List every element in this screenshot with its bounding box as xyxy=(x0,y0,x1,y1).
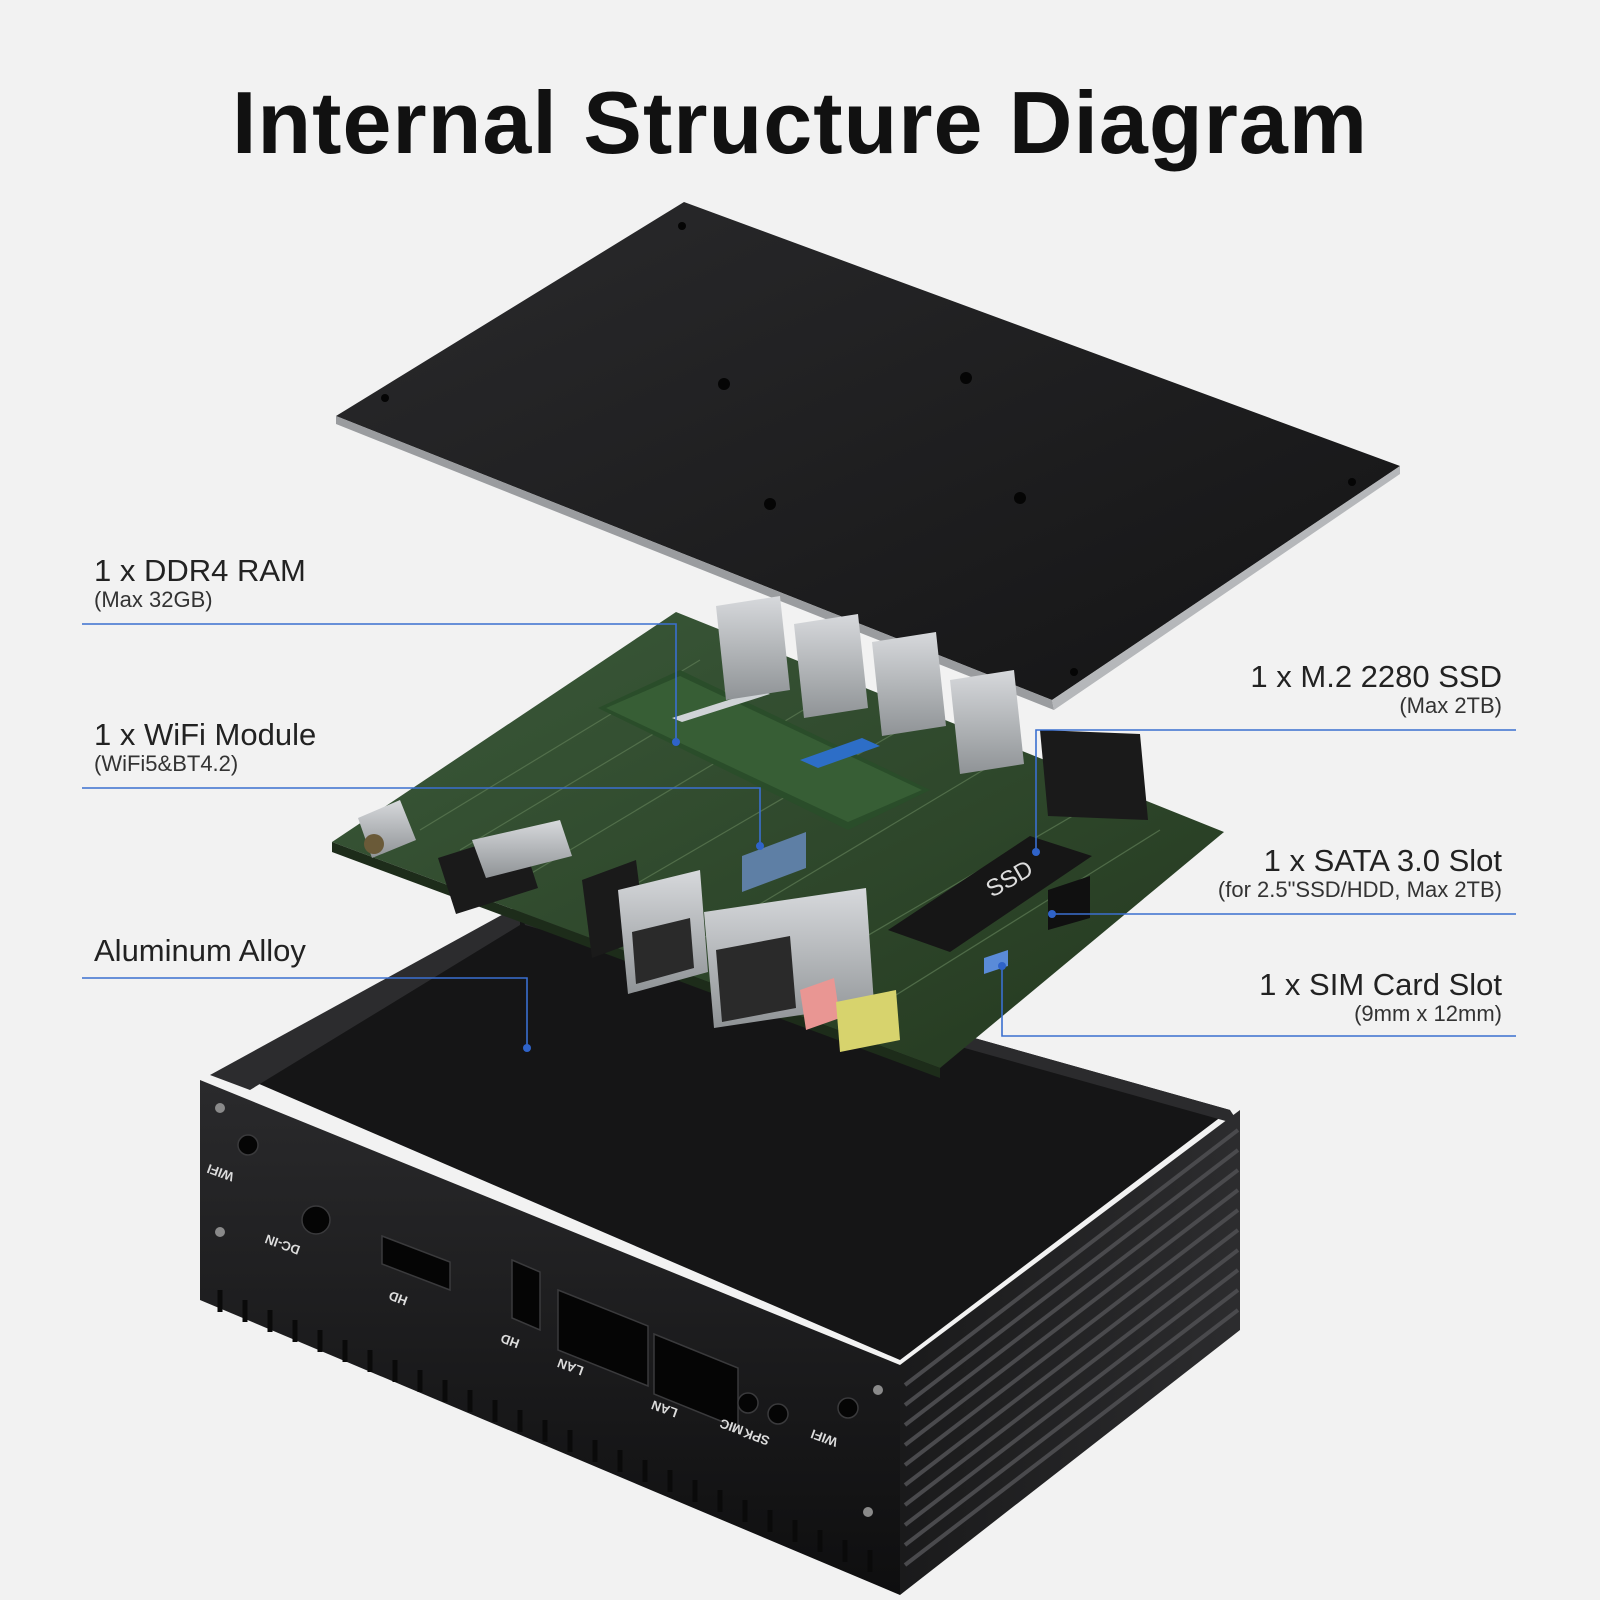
callout-ssd-title: 1 x M.2 2280 SSD xyxy=(1250,659,1502,694)
diagram-title: Internal Structure Diagram xyxy=(231,73,1369,172)
callout-ram-title: 1 x DDR4 RAM xyxy=(94,553,306,588)
callout-ram-detail: (Max 32GB) xyxy=(94,587,213,613)
callout-wifi: 1 x WiFi Module (WiFi5&BT4.2) xyxy=(94,717,317,777)
callout-wifi-detail: (WiFi5&BT4.2) xyxy=(94,751,239,777)
front-connectors xyxy=(358,800,900,1052)
port-label-hd-1: HD xyxy=(387,1288,410,1309)
callout-ram: 1 x DDR4 RAM (Max 32GB) xyxy=(94,553,306,613)
callout-leaders xyxy=(82,623,1516,1052)
callout-sim: 1 x SIM Card Slot (9mm x 12mm) xyxy=(1259,967,1502,1027)
callout-sata: 1 x SATA 3.0 Slot (for 2.5"SSD/HDD, Max … xyxy=(1217,843,1502,903)
callout-sata-detail: (for 2.5"SSD/HDD, Max 2TB) xyxy=(1217,877,1502,903)
motherboard: SSD xyxy=(332,596,1224,1078)
ssd-module: SSD xyxy=(888,836,1092,952)
callout-alloy-title: Aluminum Alloy xyxy=(94,933,306,968)
callout-ssd-detail: (Max 2TB) xyxy=(1399,693,1502,719)
top-lid xyxy=(336,202,1400,710)
callout-sata-title: 1 x SATA 3.0 Slot xyxy=(1263,843,1502,878)
callout-wifi-title: 1 x WiFi Module xyxy=(94,717,317,752)
callout-sim-detail: (9mm x 12mm) xyxy=(1354,1001,1502,1027)
port-label-hd-2: HD xyxy=(499,1331,522,1352)
callout-alloy: Aluminum Alloy xyxy=(94,933,306,968)
callout-ssd: 1 x M.2 2280 SSD (Max 2TB) xyxy=(1250,659,1502,719)
callout-sim-title: 1 x SIM Card Slot xyxy=(1259,967,1502,1002)
rear-lan-ports xyxy=(716,596,1024,774)
ram-module xyxy=(598,670,930,830)
